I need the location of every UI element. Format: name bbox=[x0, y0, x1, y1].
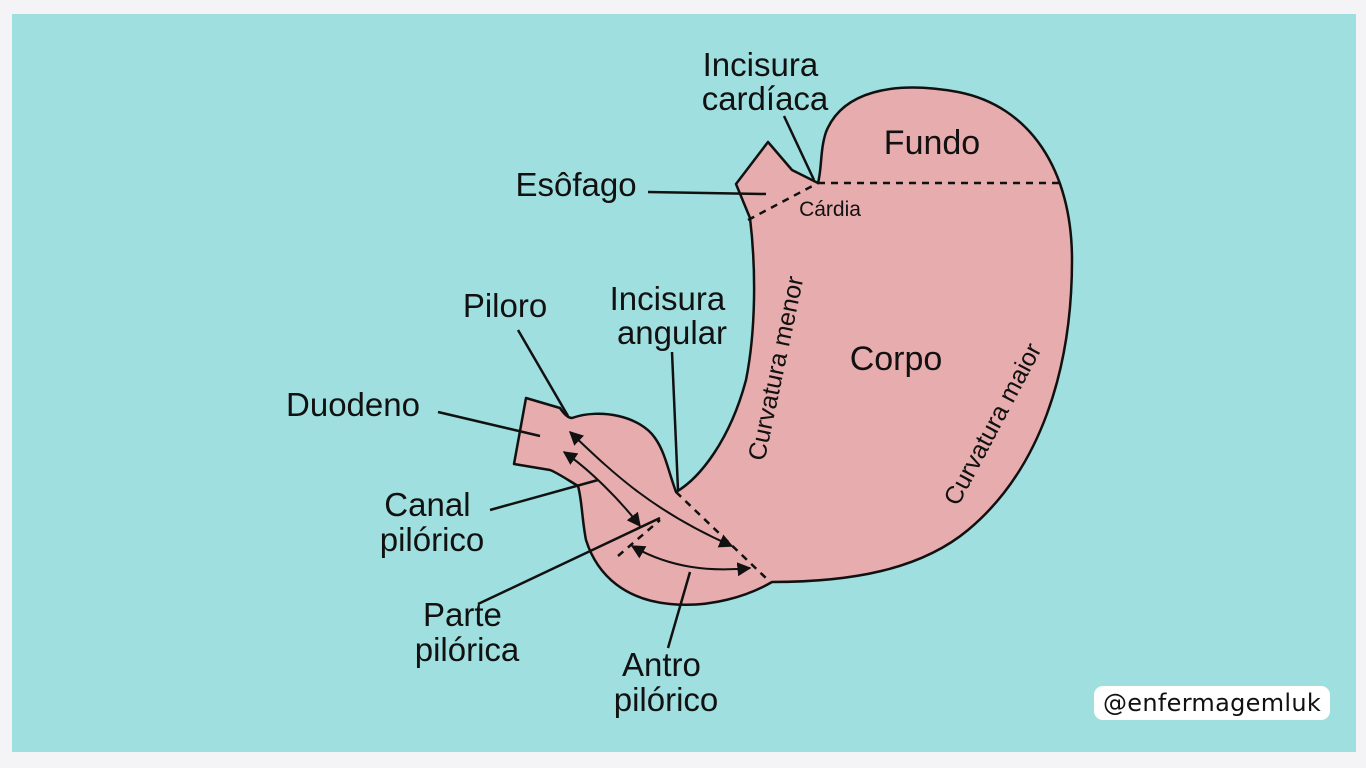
esofago-leader bbox=[647, 190, 767, 196]
pyloric-canal-arrow-upper bbox=[568, 431, 734, 548]
parte-pilorica-leader bbox=[477, 516, 661, 606]
cardia-boundary-line bbox=[747, 181, 819, 222]
antro-pilorico-leader bbox=[666, 571, 692, 649]
label-piloro: Piloro bbox=[463, 287, 547, 324]
pyloric-antrum-boundary-line bbox=[675, 491, 769, 581]
label-parte-pilorica: Parte pilórica bbox=[415, 596, 520, 668]
label-duodeno: Duodeno bbox=[286, 386, 420, 423]
duodeno-leader bbox=[437, 410, 541, 438]
label-corpo: Corpo bbox=[850, 340, 943, 378]
label-fundo: Fundo bbox=[884, 124, 980, 162]
slide-background bbox=[12, 14, 1356, 752]
pyloric-antrum-arrow bbox=[630, 545, 752, 577]
label-incisura-cardiaca: Incisura cardíaca bbox=[702, 46, 829, 117]
label-esofago: Esôfago bbox=[515, 166, 636, 203]
piloro-leader bbox=[516, 329, 570, 417]
label-incisura-angular: Incisura angular bbox=[610, 280, 735, 351]
incisura-angular-leader bbox=[670, 351, 680, 491]
canal-pilorico-leader bbox=[489, 478, 599, 512]
incisura-cardiaca-leader bbox=[782, 115, 816, 181]
label-antro-pilorico: Antro pilórico bbox=[614, 646, 719, 718]
label-canal-pilorico: Canal pilórico bbox=[380, 486, 485, 558]
watermark-badge: @enfermagemluk bbox=[1094, 686, 1331, 720]
label-cardia: Cárdia bbox=[799, 198, 861, 221]
